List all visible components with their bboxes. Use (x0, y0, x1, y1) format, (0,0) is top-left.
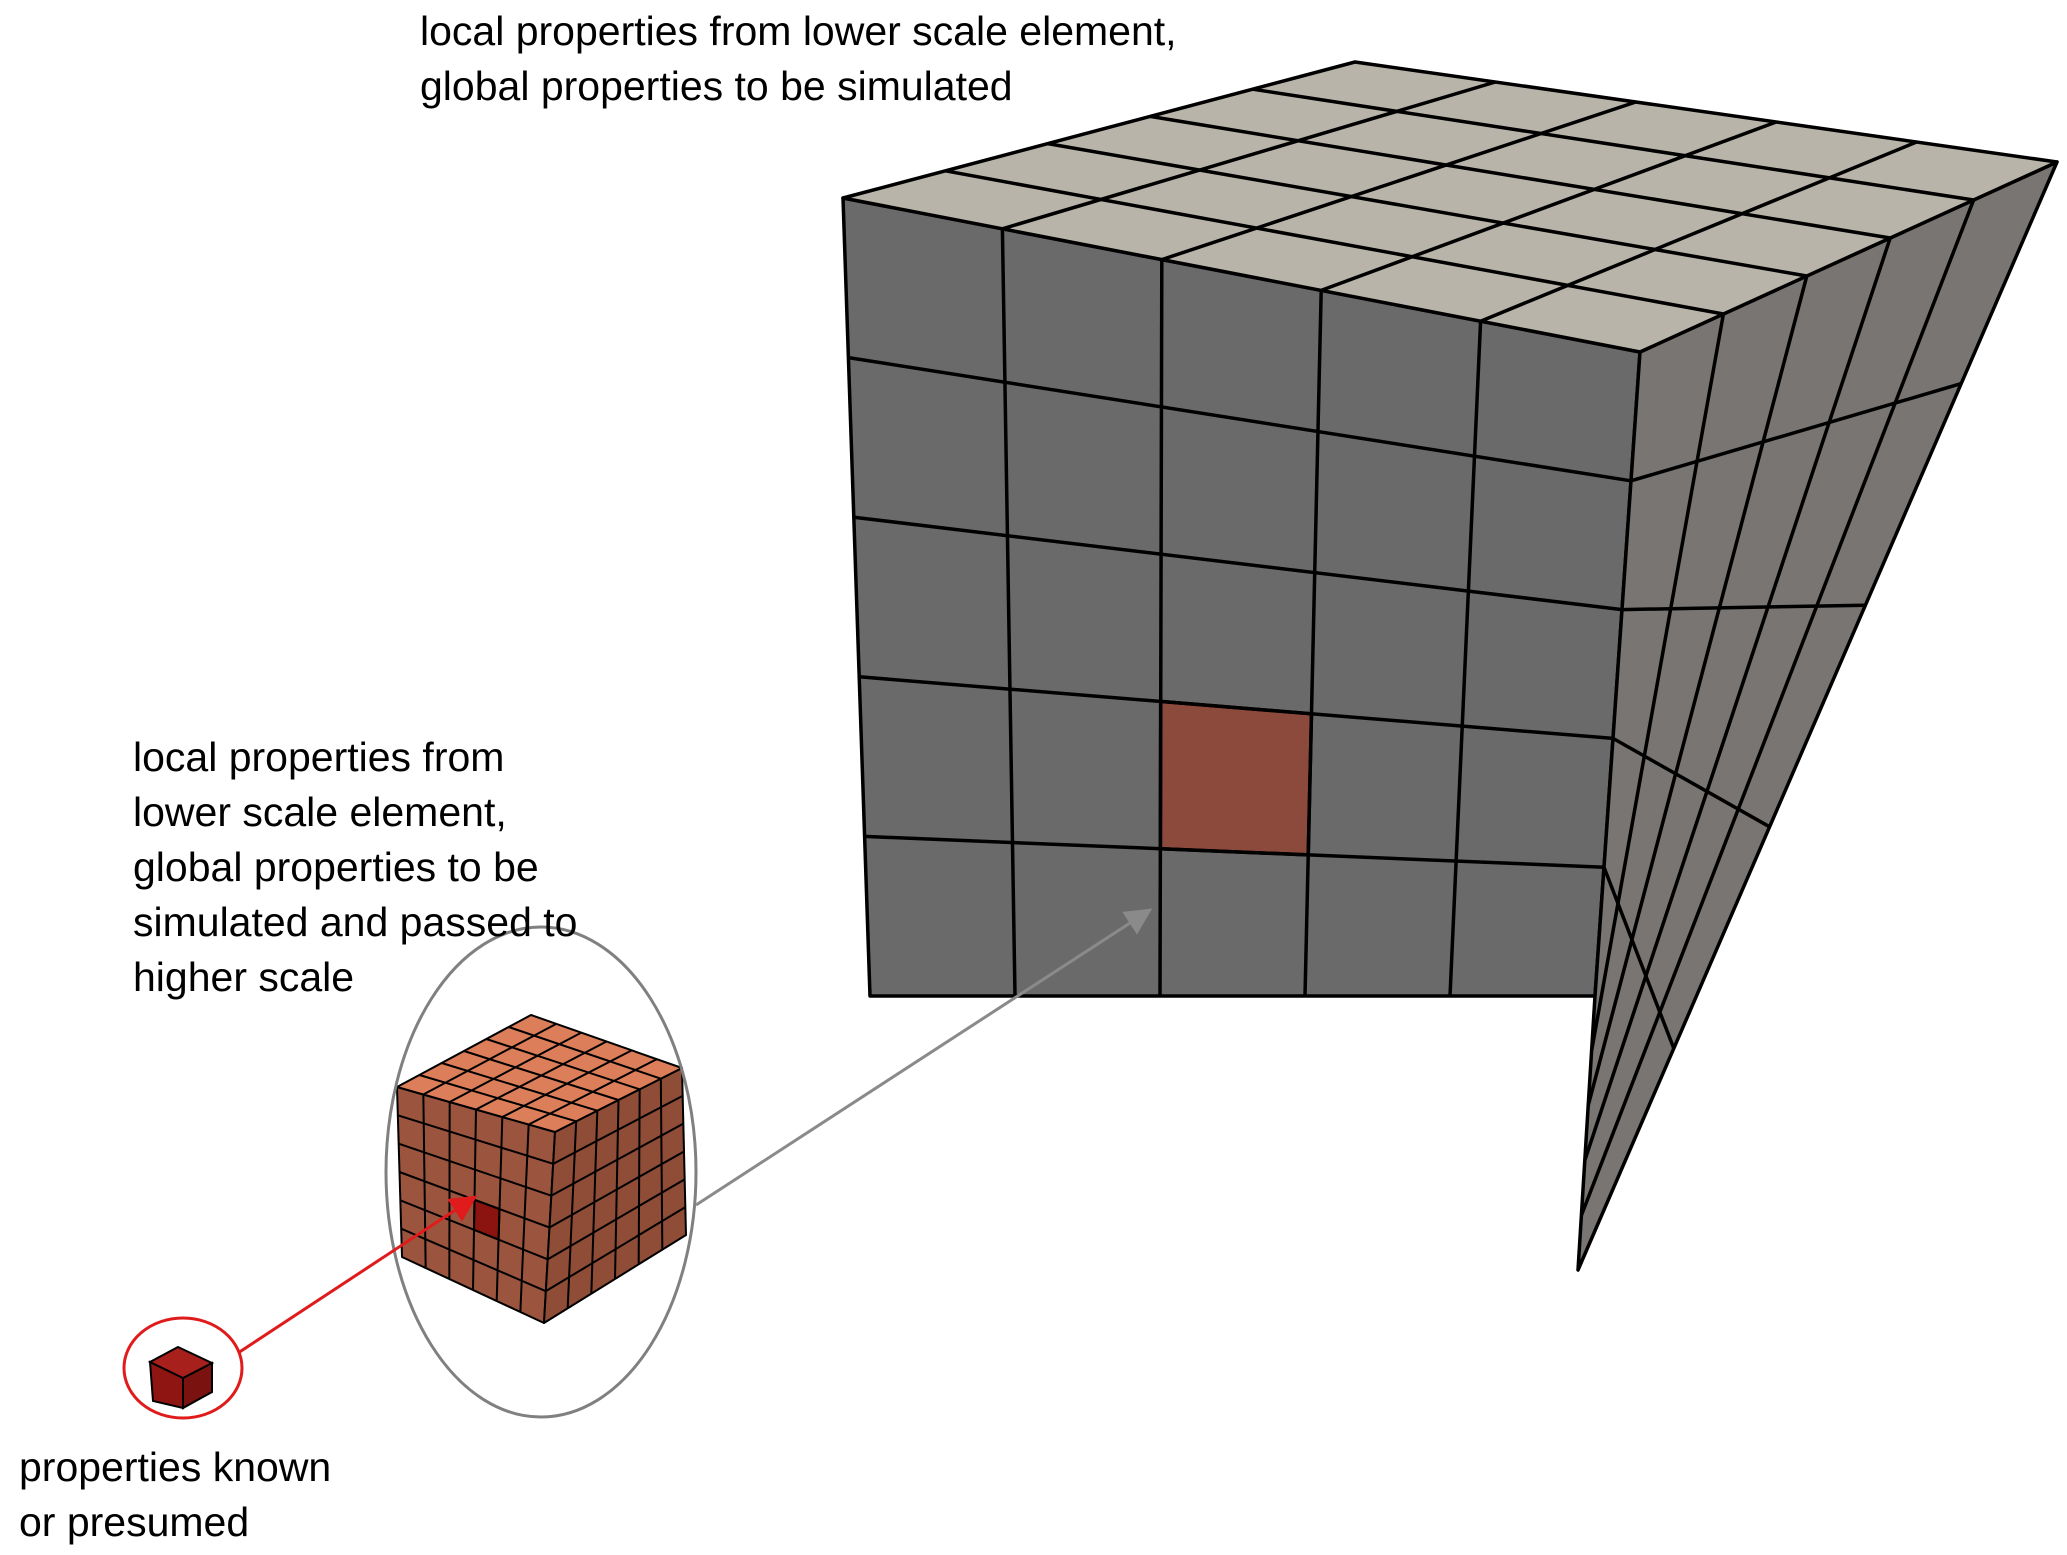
macro-scale-cube (843, 62, 2057, 1270)
meso-scale-label-line: lower scale element, (133, 785, 577, 840)
micro-scale-label-line: or presumed (19, 1495, 331, 1550)
meso-scale-label-line: simulated and passed to (133, 895, 577, 950)
grid-line (1160, 260, 1162, 996)
macro-scale-label: local properties from lower scale elemen… (420, 4, 1177, 114)
macro-scale-label-line: local properties from lower scale elemen… (420, 4, 1177, 59)
meso-scale-label-line: global properties to be (133, 840, 577, 895)
micro-scale-label: properties known or presumed (19, 1440, 331, 1550)
micro-scale-cube (150, 1347, 212, 1408)
micro-scale-label-line: properties known (19, 1440, 331, 1495)
meso-scale-label: local properties from lower scale elemen… (133, 730, 577, 1005)
meso-scale-label-line: higher scale (133, 950, 577, 1005)
meso-scale-cube (397, 1015, 686, 1323)
highlighted-element (1160, 701, 1311, 855)
grid-line (639, 1089, 640, 1264)
meso-scale-label-line: local properties from (133, 730, 577, 785)
macro-scale-label-line: global properties to be simulated (420, 59, 1177, 114)
